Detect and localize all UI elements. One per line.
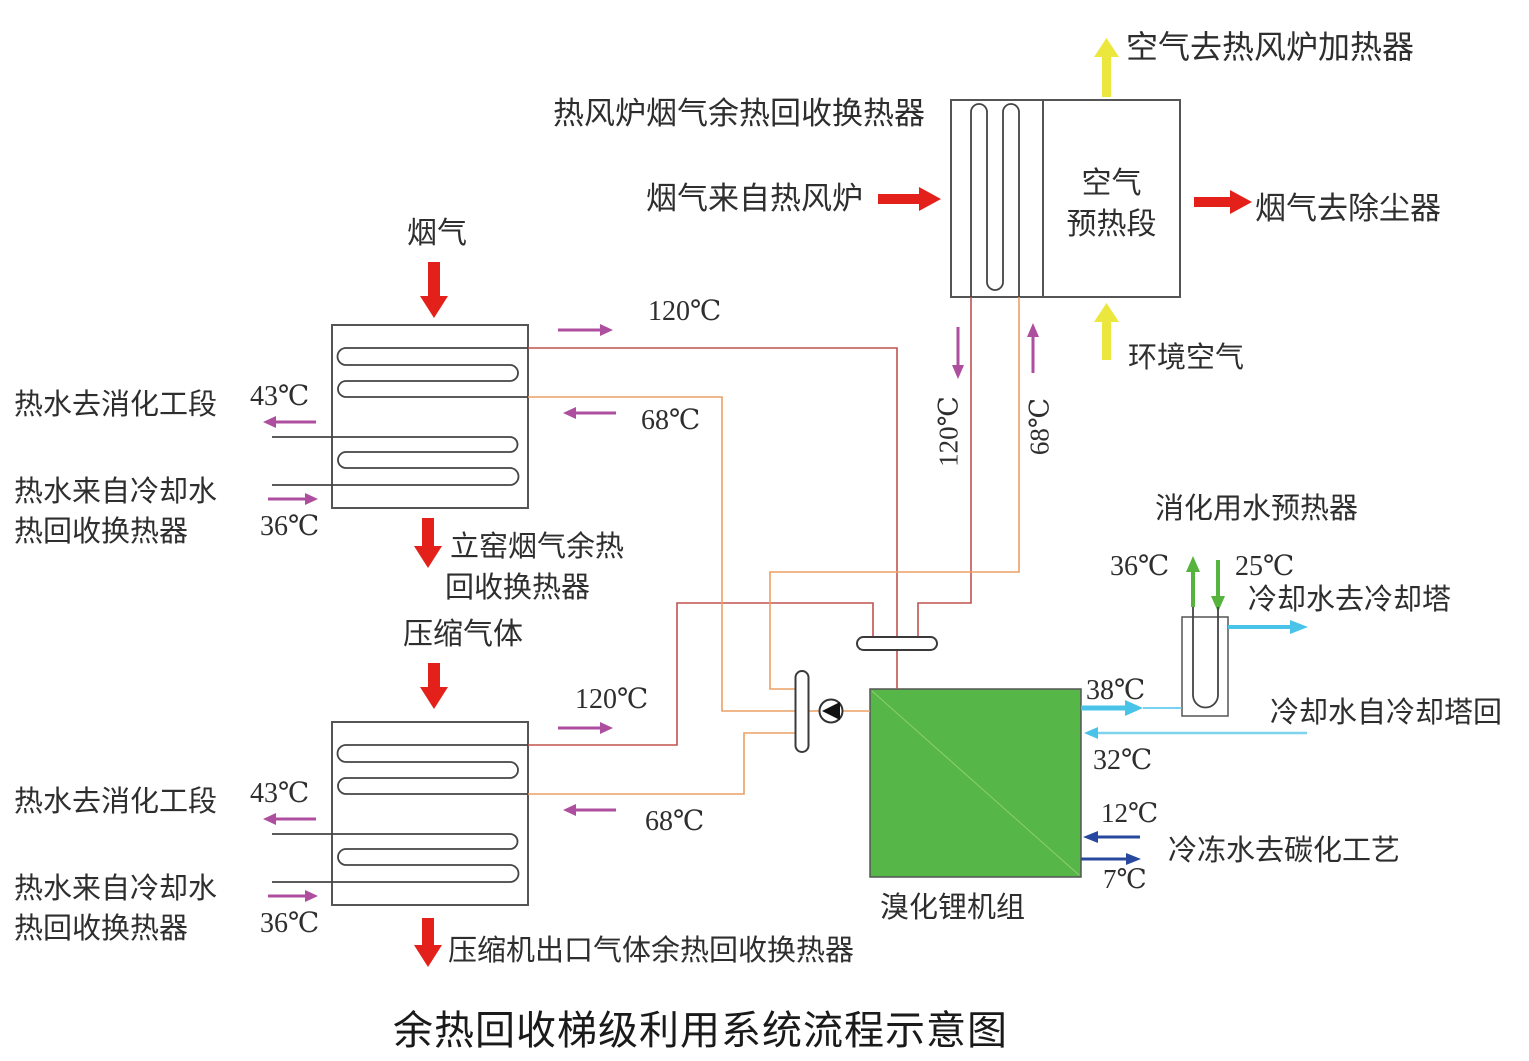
air-arrows <box>1094 38 1119 360</box>
digestion-out-arrowhead-icon <box>1186 556 1200 572</box>
kiln-68-label: 68℃ <box>641 405 701 436</box>
ambient-air-up-arrow-icon <box>1094 303 1119 360</box>
preheater-68-label: 68℃ <box>1024 397 1055 456</box>
comp-hot-water-in-line2: 热回收换热器 <box>14 913 189 945</box>
digestion-36-label: 36℃ <box>1110 551 1170 582</box>
digestion-preheater-name: 消化用水预热器 <box>1155 493 1359 525</box>
chilled-water-label: 冷冻水去碳化工艺 <box>1168 835 1401 867</box>
flue-to-dust-label: 烟气去除尘器 <box>1255 191 1441 226</box>
hot-blast-coil <box>970 103 1020 297</box>
compressor-exchanger-box <box>331 721 529 906</box>
ambient-air-label: 环境空气 <box>1128 342 1245 374</box>
cooling-from-tower-label: 冷却水自冷却塔回 <box>1270 697 1503 729</box>
flue-to-dust-arrow-icon <box>1194 190 1252 214</box>
kiln-exchanger-down-arrow-icon <box>414 518 442 568</box>
kiln-120-arrowhead-icon <box>600 324 613 336</box>
chilled-water-lines <box>1081 831 1141 865</box>
libr-unit-name: 溴化锂机组 <box>880 892 1026 924</box>
kiln-upper-coil <box>336 347 528 398</box>
comp-hot-water-in-line1: 热水来自冷却水 <box>14 873 218 905</box>
kiln-exchanger-box <box>331 324 529 509</box>
comp-68-label: 68℃ <box>645 806 705 837</box>
preheater-120-label: 120℃ <box>933 396 964 467</box>
compressed-gas-down-arrow-icon <box>420 663 448 709</box>
air-preheat-line1: 空气 <box>1081 167 1142 200</box>
kiln-lower-coil <box>272 436 520 486</box>
chilled-supply-arrowhead-icon <box>1126 853 1141 865</box>
distribution-header <box>794 670 810 753</box>
comp-120-arrowhead-icon <box>600 722 613 734</box>
compressor-exchanger-name: 压缩机出口气体余热回收换热器 <box>448 935 855 967</box>
compressor-lower-coil <box>272 833 520 883</box>
cooling-38-label: 38℃ <box>1086 675 1146 706</box>
comp-36-arrowhead-icon <box>305 890 318 902</box>
libr-box-diagonal <box>871 690 1080 876</box>
kiln-120-label: 120℃ <box>648 296 722 327</box>
chilled-return-arrowhead-icon <box>1083 831 1098 843</box>
chilled-12-label: 12℃ <box>1101 798 1159 828</box>
pipe-kiln-120 <box>528 347 898 689</box>
cooling-return-arrowhead-icon <box>1084 727 1098 739</box>
flue-gas-down-arrow-icon <box>420 262 448 318</box>
digestion-water-arrows <box>1186 556 1225 612</box>
comp-43-arrowhead-icon <box>263 813 276 825</box>
kiln-name-line2: 回收换热器 <box>445 572 591 604</box>
hot-water-drum <box>856 636 938 651</box>
pipe-preheater-68 <box>769 297 1020 690</box>
red-flow-arrows <box>414 187 1252 967</box>
pipe-compressor-68 <box>528 732 796 795</box>
compressor-upper-coil <box>336 744 528 795</box>
purple-flow-arrows <box>263 323 1039 902</box>
kiln-36-label: 36℃ <box>260 511 320 542</box>
comp-43-label: 43℃ <box>250 778 310 809</box>
digestion-in-arrowhead-icon <box>1211 596 1225 612</box>
kiln-36-arrowhead-icon <box>305 493 318 505</box>
hot-blast-exchanger-box <box>950 99 1181 298</box>
cooling-out-arrowhead-icon <box>1125 700 1143 716</box>
hot-blast-exchanger-label: 热风炉烟气余热回收换热器 <box>553 96 925 131</box>
flue-from-stove-arrow-icon <box>878 187 941 211</box>
kiln-name-line1: 立窑烟气余热 <box>450 531 625 563</box>
preheater-120-arrowhead-icon <box>952 365 964 379</box>
hot-water-pipes <box>528 297 972 746</box>
pump-triangle-icon <box>822 702 840 720</box>
pipe-preheater-120 <box>917 297 972 644</box>
kiln-hot-water-out-label: 热水去消化工段 <box>14 389 218 421</box>
cooling-to-tower-label: 冷却水去冷却塔 <box>1248 584 1452 616</box>
comp-120-label: 120℃ <box>575 684 649 715</box>
digestion-preheater-coil <box>1192 607 1219 709</box>
kiln-hot-water-in-line1: 热水来自冷却水 <box>14 476 218 508</box>
compressed-gas-label: 压缩气体 <box>403 618 523 651</box>
diagram-title: 余热回收梯级利用系统流程示意图 <box>393 1008 1008 1053</box>
comp-36-label: 36℃ <box>260 908 320 939</box>
air-preheat-line2: 预热段 <box>1066 208 1157 241</box>
kiln-43-arrowhead-icon <box>263 416 276 428</box>
compressor-outlet-down-arrow-icon <box>414 918 442 967</box>
digestion-25-label: 25℃ <box>1235 551 1295 582</box>
pipe-compressor-120 <box>528 602 874 746</box>
air-out-label: 空气去热风炉加热器 <box>1126 29 1415 65</box>
cooling-to-tower-arrowhead-icon <box>1290 620 1308 634</box>
comp-hot-water-out-label: 热水去消化工段 <box>14 786 218 818</box>
kiln-43-label: 43℃ <box>250 381 310 412</box>
cooling-water-lines <box>1081 620 1308 739</box>
comp-68-arrowhead-icon <box>563 804 576 816</box>
flue-from-stove-label: 烟气来自热风炉 <box>646 181 863 216</box>
digestion-preheater-box <box>1181 616 1229 717</box>
kiln-hot-water-in-line2: 热回收换热器 <box>14 516 189 548</box>
flue-gas-label: 烟气 <box>407 217 467 250</box>
heat-exchanger-coils <box>272 103 1219 883</box>
air-out-up-arrow-icon <box>1094 38 1119 97</box>
chilled-7-label: 7℃ <box>1103 864 1147 894</box>
kiln-68-arrowhead-icon <box>563 407 576 419</box>
preheater-68-arrowhead-icon <box>1027 323 1039 337</box>
cooling-32-label: 32℃ <box>1093 745 1153 776</box>
